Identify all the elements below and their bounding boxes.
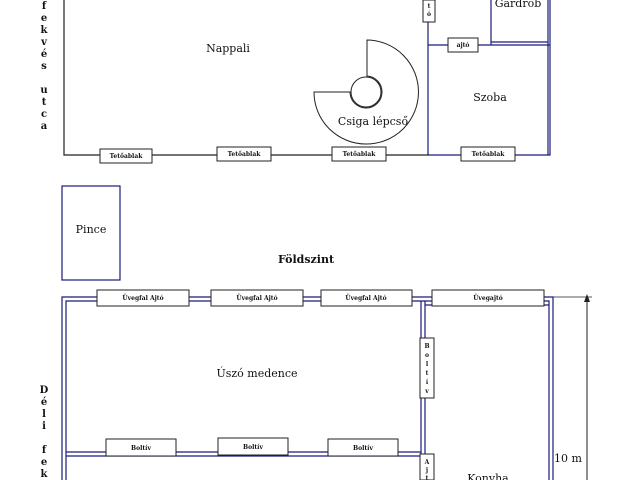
door-vertical-label: A j t: [424, 459, 430, 480]
svg-text:s: s: [41, 61, 47, 72]
room-pool-label: Úszó medence: [216, 366, 297, 380]
skylight-label: Tetőablak: [228, 151, 262, 158]
room-szoba-label: Szoba: [473, 91, 507, 104]
ground-floor-title: Földszint: [278, 253, 335, 266]
door-vertical: [419, 453, 435, 480]
glass-door-label: Üvegfal Ajtó: [345, 295, 386, 302]
skylight: [331, 146, 387, 162]
room-pince-label: Pince: [76, 223, 107, 236]
skylight-label: Tetőablak: [343, 151, 377, 158]
scale-label: 10 m: [554, 452, 582, 465]
svg-text:D: D: [40, 385, 49, 396]
svg-text:A: A: [424, 459, 430, 466]
door-ajto: [447, 37, 479, 53]
svg-text:v: v: [424, 388, 429, 395]
svg-text:k: k: [41, 25, 49, 36]
stair-label: Csiga lépcső: [338, 115, 409, 128]
arch-label: Boltív: [131, 445, 151, 452]
door-ajto-label: ajtó: [457, 42, 470, 49]
svg-text:f: f: [42, 1, 47, 12]
arch-vertical: [419, 337, 435, 399]
svg-text:u: u: [40, 85, 47, 96]
svg-text:o: o: [425, 352, 429, 359]
room-gardrob-label: Gardrób: [495, 0, 542, 10]
door-vertical-char: t: [428, 3, 431, 10]
spiral-staircase: [313, 39, 419, 145]
svg-text:t: t: [42, 97, 47, 108]
svg-text:e: e: [41, 13, 47, 24]
svg-text:k: k: [41, 469, 49, 480]
svg-text:í: í: [426, 379, 429, 386]
svg-text:é: é: [41, 49, 47, 60]
scale-arrow: [553, 294, 592, 480]
glass-door-label: Üvegfal Ajtó: [122, 295, 163, 302]
svg-text:i: i: [42, 421, 46, 432]
svg-text:j: j: [425, 467, 428, 474]
skylight: [460, 146, 516, 162]
arch-vertical-label: B o l t í v: [424, 343, 429, 395]
room-nappali-label: Nappali: [206, 42, 250, 55]
room-pince: [61, 185, 121, 281]
upper-floor-outline: [63, 0, 428, 156]
street-label-top: f e k v é s u t c a: [40, 1, 48, 132]
svg-text:l: l: [426, 361, 429, 368]
skylight: [216, 146, 272, 162]
svg-text:B: B: [424, 343, 429, 350]
glass-door: [96, 289, 190, 307]
svg-text:l: l: [42, 409, 46, 420]
door-vertical-partial: [422, 0, 436, 23]
svg-text:c: c: [41, 109, 47, 120]
skylight: [99, 148, 153, 164]
svg-text:e: e: [41, 457, 47, 468]
upper-right-block: [427, 0, 551, 156]
glass-door: [210, 289, 304, 307]
glass-door: [320, 289, 413, 307]
svg-text:f: f: [42, 445, 47, 456]
skylight-label: Tetőablak: [110, 153, 144, 160]
glass-door-label: Üvegajtó: [473, 295, 503, 302]
glass-door: [431, 289, 545, 307]
arch: [327, 438, 399, 457]
svg-text:t: t: [426, 475, 429, 480]
door-vertical-char: ó: [427, 11, 431, 18]
glass-door-label: Üvegfal Ajtó: [236, 295, 277, 302]
room-kitchen-label: Konyha: [467, 472, 509, 480]
arch: [217, 437, 289, 456]
svg-text:é: é: [41, 397, 47, 408]
arch-label: Boltív: [243, 444, 263, 451]
svg-text:a: a: [41, 121, 48, 132]
skylight-label: Tetőablak: [472, 151, 506, 158]
svg-text:v: v: [40, 37, 48, 48]
arch-label: Boltív: [353, 445, 373, 452]
arch: [105, 438, 177, 457]
street-label-bottom: D é l i f e k: [40, 385, 49, 480]
svg-text:t: t: [426, 370, 429, 377]
